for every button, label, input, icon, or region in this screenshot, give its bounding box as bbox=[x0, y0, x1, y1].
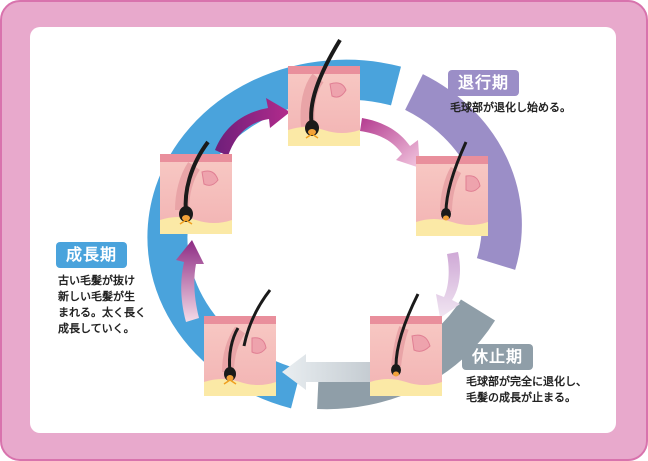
ring-segment-regression bbox=[404, 74, 522, 270]
flow-arrows bbox=[176, 98, 460, 390]
follicle-illustrations bbox=[160, 38, 488, 396]
arrow-resting-to-growth bbox=[282, 354, 370, 390]
follicle-left bbox=[160, 140, 232, 234]
follicle-top bbox=[288, 38, 360, 146]
phase-desc-resting: 毛球部が完全に退化し、 毛髪の成長が止まる。 bbox=[466, 375, 587, 404]
phase-badge-resting: 休止期 bbox=[462, 344, 534, 370]
phase-badge-growth: 成長期 bbox=[56, 242, 128, 268]
hair-strand bbox=[309, 38, 342, 127]
hair-strand bbox=[444, 141, 468, 213]
phase-desc-growth: 古い毛髪が抜け 新しい毛髪が生 まれる。太く長く 成長していく。 bbox=[58, 274, 146, 335]
hair-strand bbox=[394, 293, 420, 367]
follicle-bottom-left bbox=[204, 289, 276, 396]
arrow-to-resting bbox=[436, 252, 460, 318]
arrow-growth-to-anagen bbox=[215, 98, 290, 156]
phase-badge-regression: 退行期 bbox=[448, 70, 520, 96]
hair-strand-old bbox=[242, 289, 272, 347]
follicle-right bbox=[416, 141, 488, 236]
arrow-to-regression bbox=[360, 118, 420, 168]
follicle-bottom-right bbox=[370, 293, 442, 396]
arrow-to-growth bbox=[176, 240, 204, 322]
phase-desc-regression: 毛球部が退化し始める。 bbox=[450, 101, 571, 114]
